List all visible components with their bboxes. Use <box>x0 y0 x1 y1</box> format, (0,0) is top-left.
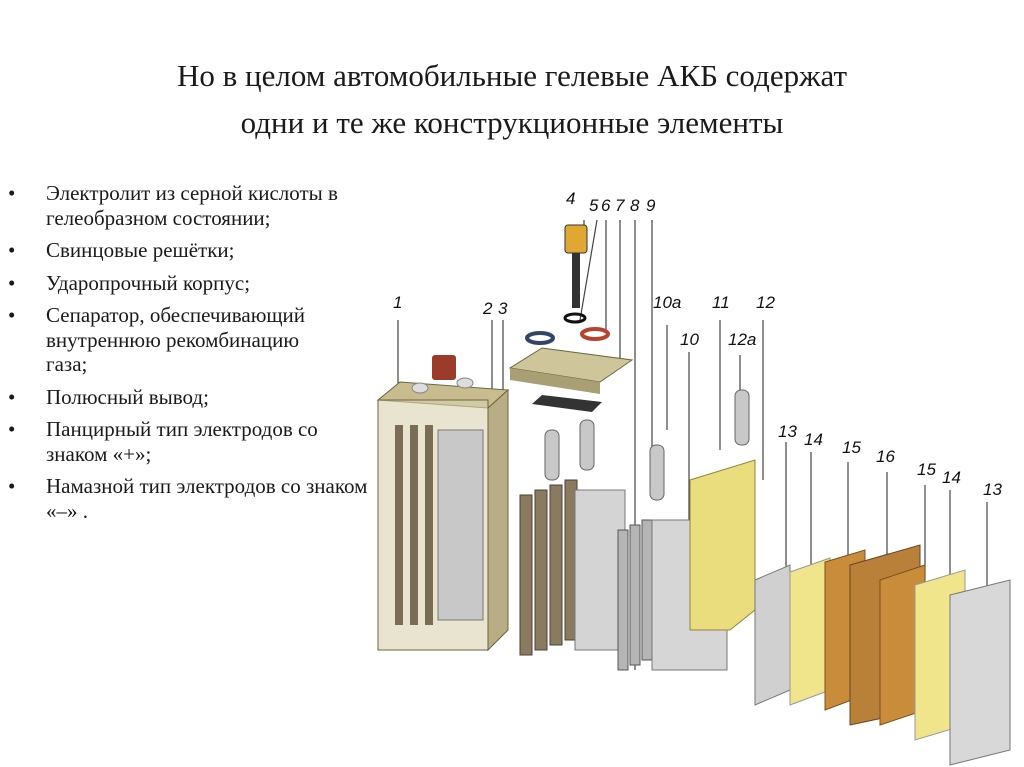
callout-label: 4 <box>566 189 576 208</box>
bullet-icon: • <box>8 303 16 327</box>
bullet-icon: • <box>8 270 16 295</box>
bullet-icon: • <box>8 181 16 205</box>
bullet-icon: • <box>8 238 16 262</box>
bullet-item: • Намазной тип электродов со знаком «–» . <box>8 474 386 523</box>
title-line-2: одни и те же конструкционные элементы <box>240 105 784 140</box>
callout-label: 5 <box>589 196 599 215</box>
callout-label: 11 <box>712 293 730 312</box>
battery-case <box>376 355 510 652</box>
bullet-text: Панцирный тип электродов со знаком «+»; <box>46 417 318 466</box>
bullet-text: Полюсный вывод; <box>46 384 209 409</box>
callout-label: 8 <box>630 196 640 215</box>
callout-label: 12 <box>756 293 775 312</box>
callout-label: 15 <box>917 460 936 479</box>
callout-label: 13 <box>778 422 797 441</box>
callout-label: 1 <box>393 293 403 312</box>
bullet-text: Намазной тип электродов со знаком «–» . <box>46 474 368 523</box>
callout-label: 6 <box>601 196 611 215</box>
bullet-icon: • <box>8 417 16 441</box>
callout-label: 3 <box>498 299 508 318</box>
bullet-item: • Электролит из серной кислоты в гелеобра… <box>8 181 346 230</box>
bullet-item: • Свинцовые решётки; <box>8 238 378 263</box>
bullet-item: • Панцирный тип электродов со знаком «+»; <box>8 417 346 466</box>
bullet-item: • Ударопрочный корпус; <box>8 271 378 296</box>
bullet-icon: • <box>8 384 16 409</box>
battery-exploded-diagram <box>376 219 1011 766</box>
callout-label: 12a <box>728 330 757 349</box>
callout-label: 7 <box>615 196 625 215</box>
callout-label: 16 <box>876 447 895 466</box>
vent-plug-parts <box>508 224 634 412</box>
positive-plate-group <box>519 419 626 656</box>
leader-lines <box>397 219 988 670</box>
bullet-item: • Сепаратор, обеспечивающий внутреннюю ре… <box>8 303 316 377</box>
bullet-text: Электролит из серной кислоты в гелеобраз… <box>46 181 338 230</box>
bullet-list: • Электролит из серной кислоты в гелеобра… <box>8 181 378 531</box>
callout-label: 10a <box>653 293 682 312</box>
callout-label: 2 <box>483 299 493 318</box>
bullet-item: • Полюсный вывод; <box>8 385 378 410</box>
separator-plates <box>754 544 1011 766</box>
callout-label: 14 <box>942 468 961 487</box>
callout-label: 10 <box>680 330 699 349</box>
callout-label: 15 <box>842 438 861 457</box>
bullet-icon: • <box>8 474 16 498</box>
title-line-1: Но в целом автомобильные гелевые АКБ сод… <box>176 58 847 93</box>
callout-label: 9 <box>646 196 656 215</box>
bullet-text: Ударопрочный корпус; <box>46 270 251 295</box>
negative-plate-group <box>617 389 756 671</box>
callout-label: 13 <box>983 480 1002 499</box>
bullet-text: Свинцовые решётки; <box>46 238 235 262</box>
bullet-text: Сепаратор, обеспечивающий внутреннюю рек… <box>46 303 306 376</box>
callout-label: 14 <box>804 430 823 449</box>
slide-title: Но в целом автомобильные гелевые АКБ сод… <box>0 52 1024 146</box>
